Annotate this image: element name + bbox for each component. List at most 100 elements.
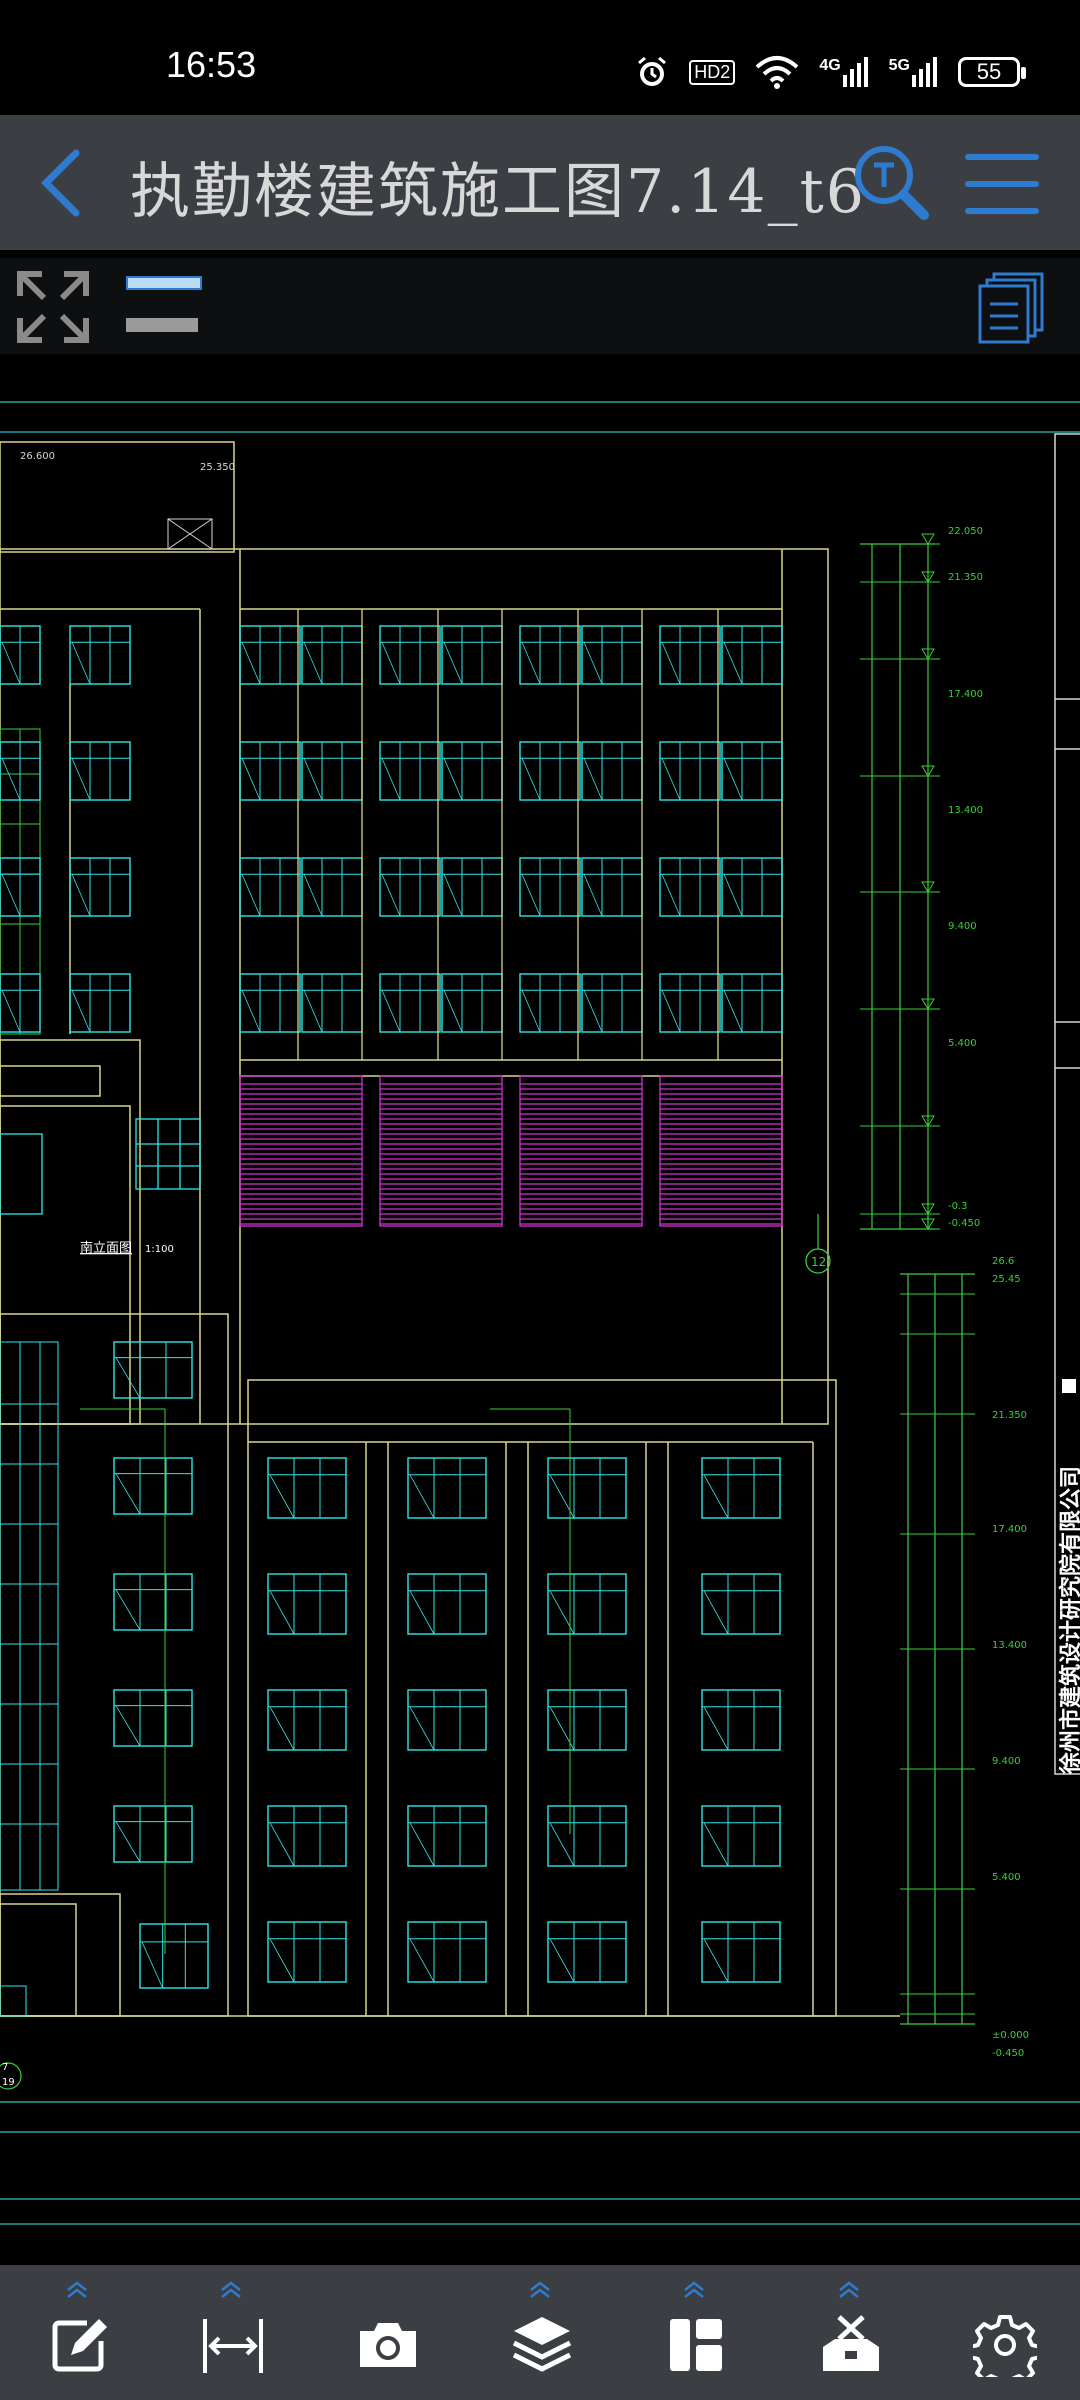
elevation-label: -0.450	[948, 1218, 980, 1229]
drawing-canvas[interactable]: 徐州市建筑设计研究院有限公司 26.600 25.350	[0, 354, 1080, 2265]
battery-indicator: 55	[958, 57, 1026, 87]
window	[239, 741, 301, 801]
window	[407, 1689, 487, 1751]
elevation-label: -0.3	[948, 1201, 968, 1212]
status-time: 16:53	[166, 44, 257, 85]
layout-tool-button[interactable]	[639, 2273, 749, 2393]
window	[407, 1457, 487, 1519]
wifi-icon	[755, 56, 799, 89]
status-bar: 16:53 HD2 4G 5G 55	[0, 0, 1080, 115]
chevron-left-icon	[41, 149, 80, 217]
stair-window	[113, 1341, 193, 1399]
window	[0, 857, 41, 917]
document-list-button[interactable]	[976, 270, 1048, 346]
gear-icon	[972, 2314, 1037, 2377]
layers-tool-button[interactable]	[485, 2273, 595, 2393]
window	[547, 1457, 627, 1519]
window	[379, 973, 441, 1033]
fullscreen-button[interactable]	[16, 270, 90, 344]
elevation-label: 25.350	[200, 462, 235, 473]
camera-tool-button[interactable]	[331, 2273, 441, 2393]
fullscreen-icon	[17, 271, 89, 343]
text-search-icon	[855, 146, 929, 220]
window	[519, 857, 581, 917]
window	[701, 1805, 781, 1867]
curtain-wall	[0, 1341, 59, 2017]
rolling-door	[519, 1075, 643, 1227]
window	[581, 973, 643, 1033]
signal-bars-icon	[842, 57, 868, 87]
window	[407, 1921, 487, 1983]
window	[721, 973, 783, 1033]
window	[0, 973, 41, 1033]
axis-number: 19	[2, 2077, 15, 2088]
window	[239, 973, 301, 1033]
hamburger-menu-icon	[965, 154, 1039, 214]
window	[721, 741, 783, 801]
app-header: 执勤楼建筑施工图7.14_t6	[0, 115, 1080, 250]
window	[701, 1457, 781, 1519]
drawing-title: 执勤楼建筑施工图7.14_t6	[130, 157, 866, 227]
window	[407, 1805, 487, 1867]
edit-icon	[52, 2318, 108, 2371]
elevation-label: -0.450	[992, 2048, 1024, 2059]
window	[547, 1689, 627, 1751]
window	[581, 741, 643, 801]
window	[379, 625, 441, 685]
chevron-up-icon	[684, 2280, 705, 2298]
window	[69, 625, 131, 685]
inactive-layer-indicator[interactable]	[126, 318, 198, 332]
window	[581, 857, 643, 917]
window	[659, 973, 721, 1033]
elevation-label: 21.350	[948, 572, 983, 583]
chevron-up-icon	[838, 2280, 859, 2298]
settings-tool-button[interactable]	[948, 2273, 1058, 2393]
elevation-label: 22.050	[948, 526, 983, 537]
cad-drawing[interactable]: 徐州市建筑设计研究院有限公司 26.600 25.350	[0, 354, 1080, 2265]
window	[267, 1921, 347, 1983]
window	[69, 741, 131, 801]
top-elevation-labels: 22.05021.35017.40013.4009.4005.400-0.3-0…	[948, 526, 983, 1229]
window	[239, 857, 301, 917]
elevation-label: ±0.000	[992, 2030, 1029, 2041]
window	[301, 857, 363, 917]
window	[441, 741, 503, 801]
south-elevation-outline	[0, 441, 829, 1425]
window	[519, 625, 581, 685]
elevation-label: 26.600	[20, 451, 55, 462]
window	[701, 1689, 781, 1751]
edit-tool-button[interactable]	[22, 2273, 132, 2393]
window	[721, 625, 783, 685]
document-list-icon	[978, 272, 1044, 344]
bottom-toolbar	[0, 2265, 1080, 2400]
elevation-label: 9.400	[948, 921, 977, 932]
elevation-label: 9.400	[992, 1756, 1021, 1767]
measure-distance-icon	[203, 2318, 264, 2373]
toolbox-tool-button[interactable]	[794, 2273, 904, 2393]
alarm-icon	[638, 56, 667, 86]
measure-tool-button[interactable]	[176, 2273, 286, 2393]
window	[581, 625, 643, 685]
back-button[interactable]	[28, 141, 98, 225]
chevron-up-icon	[67, 2280, 87, 2298]
window	[701, 1573, 781, 1635]
window	[547, 1921, 627, 1983]
window	[441, 973, 503, 1033]
window	[721, 857, 783, 917]
window	[267, 1573, 347, 1635]
top-view-scale: 1:100	[145, 1244, 174, 1255]
rolling-door	[659, 1075, 783, 1227]
active-layer-indicator[interactable]	[126, 276, 202, 290]
window	[701, 1921, 781, 1983]
window	[267, 1805, 347, 1867]
axis-number: 12	[811, 1255, 826, 1269]
text-search-button[interactable]	[852, 143, 932, 223]
elevation-label: 5.400	[992, 1872, 1021, 1883]
menu-button[interactable]	[962, 149, 1042, 219]
camera-icon	[359, 2322, 416, 2367]
window	[441, 857, 503, 917]
layout-icon	[670, 2318, 723, 2371]
elevation-label: 25.45	[992, 1274, 1021, 1285]
window	[547, 1805, 627, 1867]
top-view-title: 南立面图	[80, 1240, 132, 1256]
